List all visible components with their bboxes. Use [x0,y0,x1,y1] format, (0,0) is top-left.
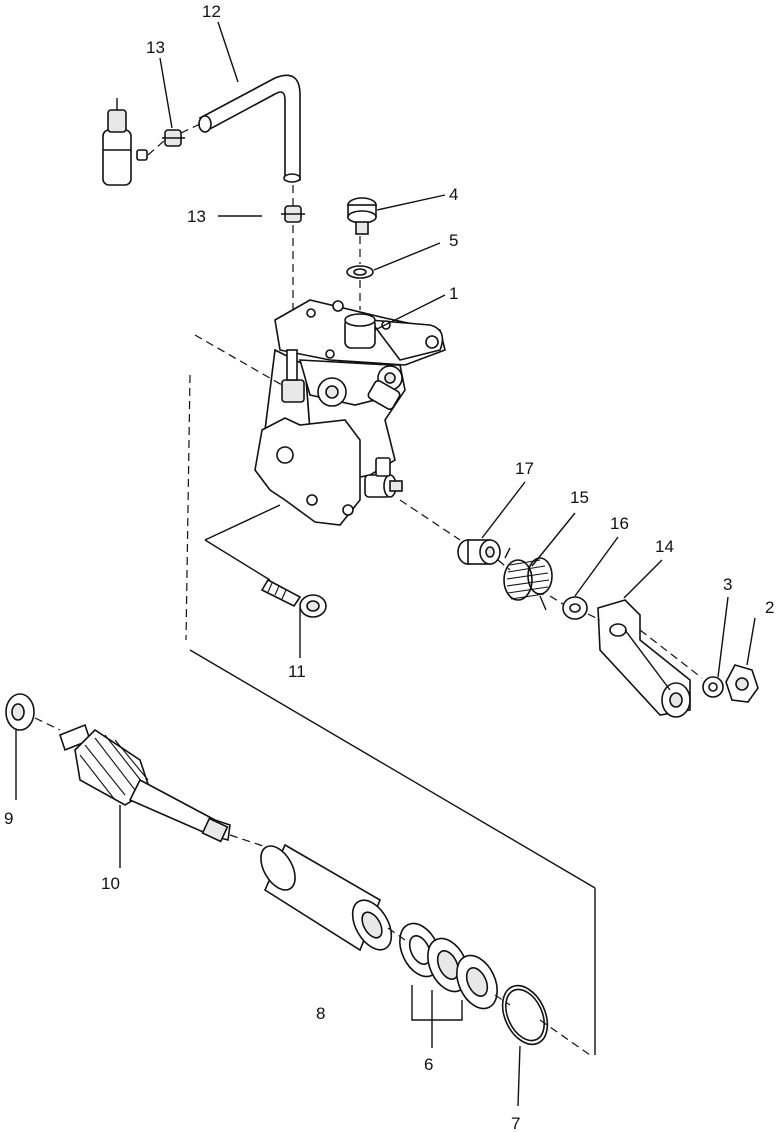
callout-15: 15 [570,488,589,507]
part-13-clip-upper [162,129,185,147]
part-11-bolt [260,578,327,618]
part-16-washer [562,596,588,620]
callout-7: 7 [511,1114,520,1132]
callout-leaders [15,21,756,1107]
part-3-washer [702,676,724,698]
callout-8: 8 [316,1004,325,1023]
callout-1: 1 [449,284,458,303]
part-17-collar [457,539,501,565]
callout-9: 9 [4,809,13,828]
callout-10: 10 [101,874,120,893]
oil-tank-fitting [102,98,148,186]
part-7-o-ring [501,984,549,1046]
callout-4: 4 [449,185,458,204]
callout-6: 6 [424,1055,433,1074]
part-8-bushing [260,843,393,952]
callout-3: 3 [723,575,732,594]
callout-13-lower: 13 [187,207,206,226]
callout-14: 14 [655,537,674,556]
callout-11: 11 [288,662,306,681]
part-1-oil-pump [254,299,446,526]
callout-labels: 12 13 13 4 5 1 17 15 16 14 3 2 11 9 10 8… [4,2,774,1132]
part-2-nut [725,664,759,703]
part-10-drive-gear-shaft [59,723,231,843]
callout-2: 2 [765,598,774,617]
callout-13-upper: 13 [146,38,165,57]
callout-17: 17 [515,459,534,478]
part-5-washer [346,265,374,279]
callout-16: 16 [610,514,629,533]
callout-5: 5 [449,231,458,250]
part-12-hose [198,74,301,183]
part-4-banjo-bolt [347,197,377,235]
part-15-spring [503,547,553,611]
part-9-washer [5,693,35,731]
callout-12: 12 [202,2,221,21]
part-14-lever [597,599,691,718]
part-6-shims [399,922,498,1010]
part-13-clip-lower [281,205,305,223]
